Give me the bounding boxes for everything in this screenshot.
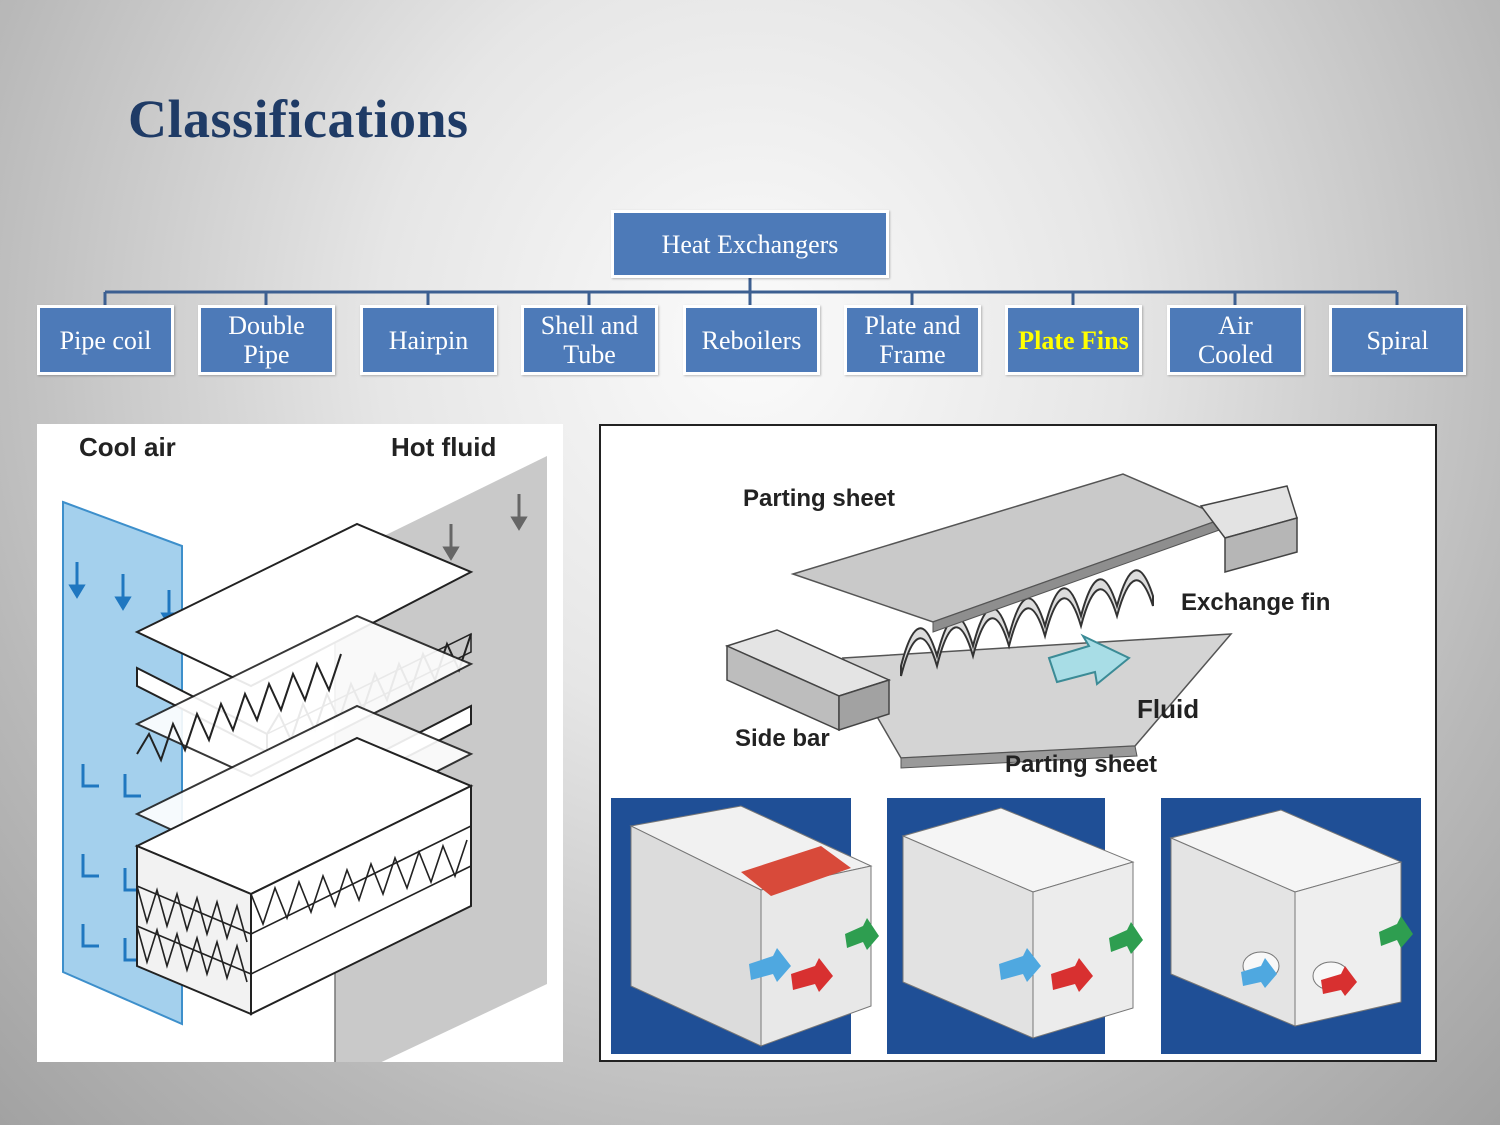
node-label: Hairpin: [388, 325, 469, 355]
node-label: Pipe coil: [59, 325, 152, 355]
label-parting-sheet-top: Parting sheet: [743, 485, 895, 512]
label-exchange-fin: Exchange fin: [1181, 589, 1330, 616]
node-label-highlighted: Plate Fins: [1018, 325, 1129, 355]
node-plate-fins: Plate Fins: [1005, 305, 1142, 375]
node-label: Spiral: [1366, 325, 1429, 355]
node-label: Shell and Tube: [540, 311, 639, 369]
node-heat-exchangers: Heat Exchangers: [611, 210, 889, 278]
core-configuration-photos: [611, 798, 1421, 1054]
node-spiral: Spiral: [1329, 305, 1466, 375]
slide-title: Classifications: [128, 89, 469, 149]
node-label: Heat Exchangers: [661, 229, 839, 259]
label-hot-fluid: Hot fluid: [391, 432, 496, 462]
label-cool-air: Cool air: [79, 432, 176, 462]
node-shell-and-tube: Shell and Tube: [521, 305, 658, 375]
plate-fin-exploded-illustration: Cool air Hot fluid: [37, 424, 563, 1084]
label-side-bar: Side bar: [735, 725, 830, 752]
node-reboilers: Reboilers: [683, 305, 820, 375]
node-plate-and-frame: Plate and Frame: [844, 305, 981, 375]
node-double-pipe: Double Pipe: [198, 305, 335, 375]
node-hairpin: Hairpin: [360, 305, 497, 375]
node-air-cooled: Air Cooled: [1167, 305, 1304, 375]
label-fluid: Fluid: [1137, 694, 1199, 724]
plate-fin-components-illustration: Parting sheet Exchange fin Fluid Side ba…: [599, 424, 1437, 1062]
node-pipe-coil: Pipe coil: [37, 305, 174, 375]
node-label: Air Cooled: [1197, 311, 1274, 369]
node-label: Plate and Frame: [864, 311, 961, 369]
node-label: Double Pipe: [228, 311, 305, 369]
label-parting-sheet-bottom: Parting sheet: [1005, 751, 1157, 778]
node-label: Reboilers: [701, 325, 802, 355]
